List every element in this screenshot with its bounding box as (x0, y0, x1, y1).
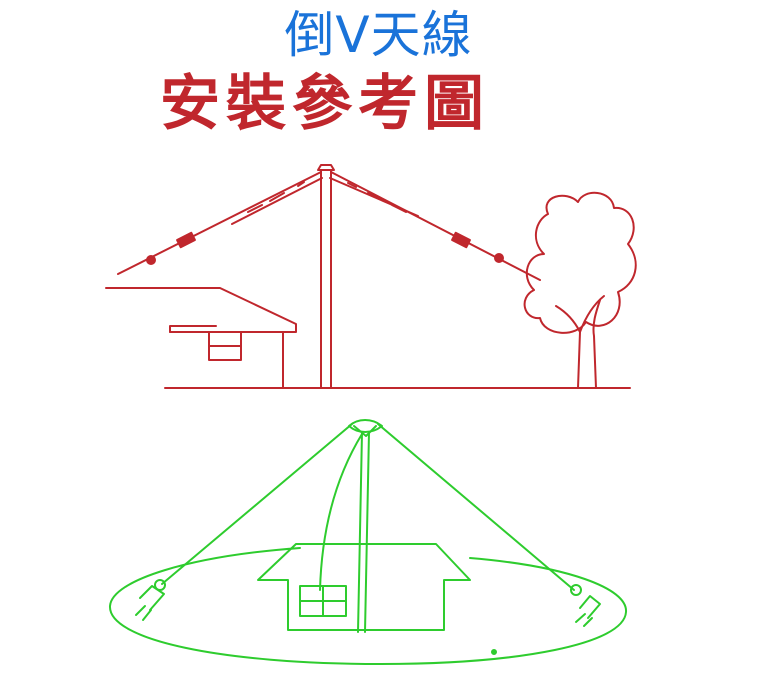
ground-dot (491, 649, 497, 655)
guy-wire-left (161, 423, 353, 585)
house-top (257, 543, 471, 631)
tree (523, 192, 637, 389)
guy-wire-right (377, 423, 575, 591)
mast-top (348, 419, 383, 633)
ground-ellipse (108, 547, 628, 665)
antenna-insulators (146, 231, 504, 265)
title-sub: 安裝參考圖 (160, 69, 490, 139)
ground-stake-left (135, 579, 166, 621)
side-view (105, 164, 637, 389)
ground-stake-right (570, 584, 601, 627)
title-main: 倒V天線 (284, 6, 473, 64)
feed-line (319, 433, 363, 591)
house-side (105, 287, 297, 389)
top-view (108, 419, 628, 665)
mast-side (317, 164, 335, 389)
antenna-wire-right (329, 171, 541, 281)
